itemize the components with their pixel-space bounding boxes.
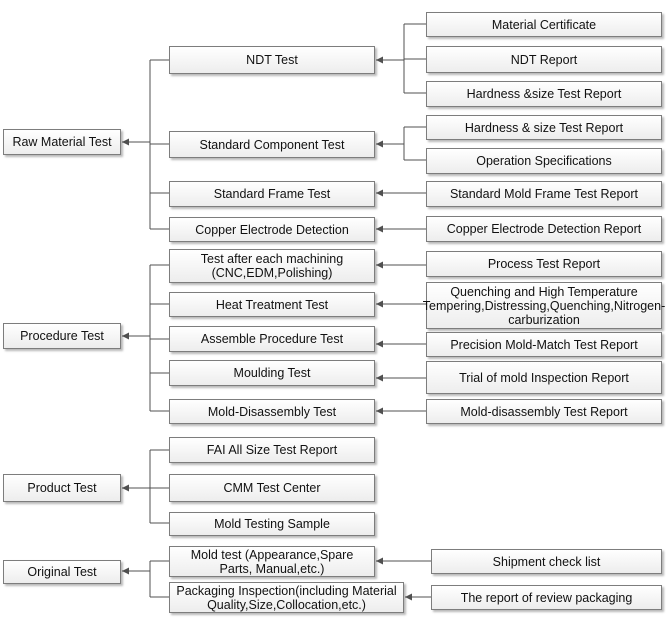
report-review-packaging: The report of review packaging bbox=[431, 585, 662, 610]
item-mold-testing-sample: Mold Testing Sample bbox=[169, 512, 375, 536]
item-mold-test: Mold test (Appearance,Spare Parts, Manua… bbox=[169, 546, 375, 577]
report-quenching-tempering: Quenching and High Temperature Tempering… bbox=[423, 282, 665, 329]
report-trial-of-mold-inspection: Trial of mold Inspection Report bbox=[426, 361, 662, 394]
report-mold-disassembly: Mold-disassembly Test Report bbox=[426, 399, 662, 424]
item-standard-component-test: Standard Component Test bbox=[169, 131, 375, 158]
report-copper-electrode-detection: Copper Electrode Detection Report bbox=[426, 216, 662, 242]
item-assemble-procedure-test: Assemble Procedure Test bbox=[169, 326, 375, 352]
item-packaging-inspection: Packaging Inspection(including Material … bbox=[169, 582, 404, 613]
item-cmm-test-center: CMM Test Center bbox=[169, 474, 375, 502]
item-copper-electrode-detection: Copper Electrode Detection bbox=[169, 217, 375, 242]
report-operation-specifications: Operation Specifications bbox=[426, 148, 662, 174]
report-material-certificate: Material Certificate bbox=[426, 12, 662, 37]
item-standard-frame-test: Standard Frame Test bbox=[169, 181, 375, 207]
report-precision-mold-match: Precision Mold-Match Test Report bbox=[426, 332, 662, 357]
group-product-test: Product Test bbox=[3, 474, 121, 502]
report-hardness-size-test-report: Hardness &size Test Report bbox=[426, 81, 662, 107]
item-heat-treatment-test: Heat Treatment Test bbox=[169, 292, 375, 317]
item-moulding-test: Moulding Test bbox=[169, 360, 375, 386]
report-hardness-size-test-report-2: Hardness & size Test Report bbox=[426, 115, 662, 140]
group-procedure-test: Procedure Test bbox=[3, 323, 121, 349]
report-standard-mold-frame-test: Standard Mold Frame Test Report bbox=[426, 181, 662, 207]
group-raw-material-test: Raw Material Test bbox=[3, 129, 121, 155]
item-ndt-test: NDT Test bbox=[169, 46, 375, 74]
report-process-test: Process Test Report bbox=[426, 251, 662, 277]
item-mold-disassembly-test: Mold-Disassembly Test bbox=[169, 399, 375, 424]
report-ndt-report: NDT Report bbox=[426, 46, 662, 73]
group-original-test: Original Test bbox=[3, 560, 121, 584]
report-shipment-check-list: Shipment check list bbox=[431, 549, 662, 574]
item-fai-all-size-test-report: FAI All Size Test Report bbox=[169, 437, 375, 463]
item-test-after-machining: Test after each machining (CNC,EDM,Polis… bbox=[169, 249, 375, 283]
